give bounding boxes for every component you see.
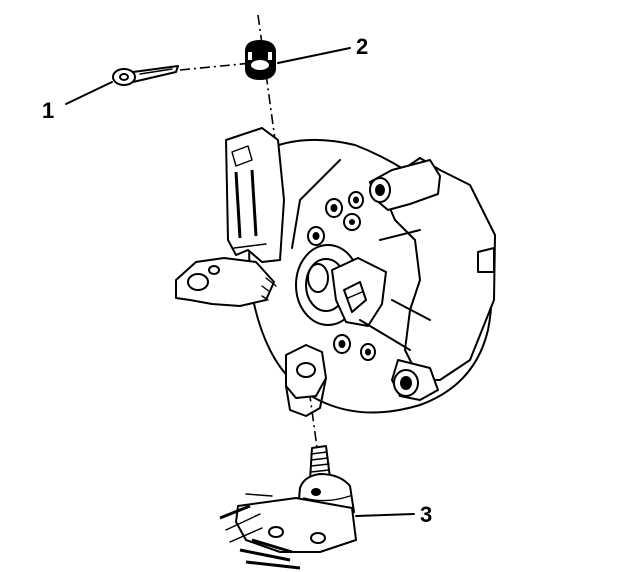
callout-number-1: 1: [42, 98, 54, 123]
callout-leader-2: [277, 47, 351, 64]
steering-knuckle: [175, 127, 496, 417]
callout-leader-1: [65, 81, 113, 105]
ball-joint: [219, 445, 357, 570]
hub-bolts: [307, 191, 376, 361]
castle-nut: [245, 40, 276, 80]
callout-number-3: 3: [420, 502, 432, 527]
cotter-pin: [112, 65, 179, 86]
callout-leader-3: [355, 513, 415, 517]
cotter-pin-center-line: [179, 62, 253, 71]
callout-number-2: 2: [356, 34, 368, 59]
